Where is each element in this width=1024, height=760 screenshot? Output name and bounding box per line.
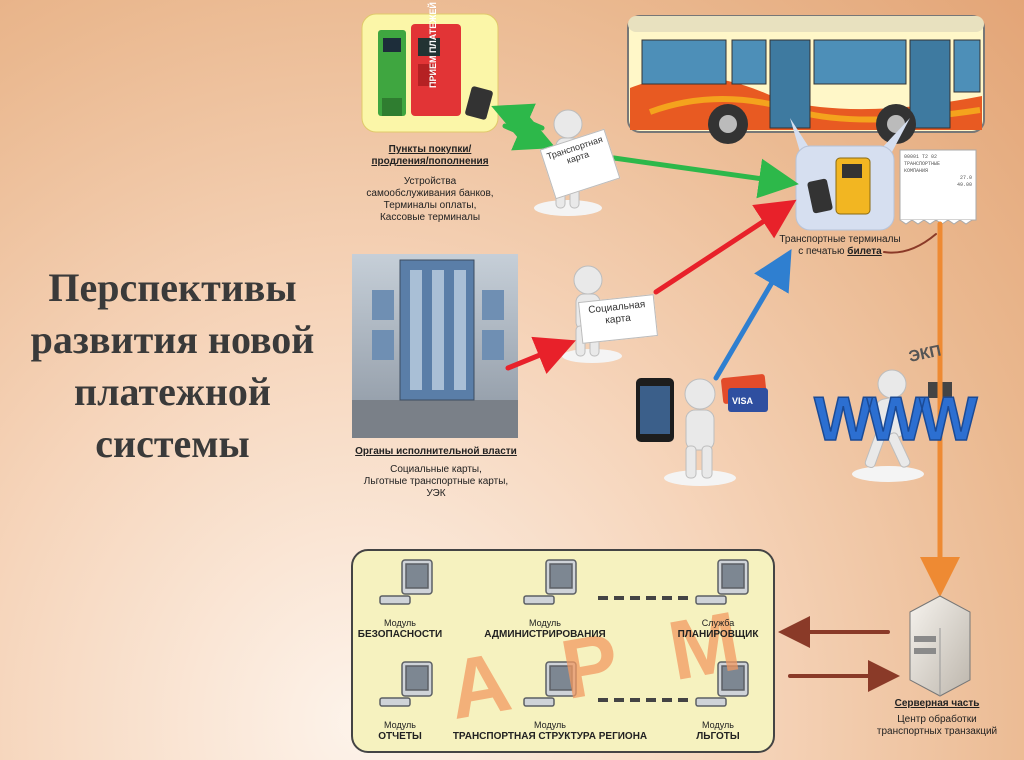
module-name: БЕЗОПАСНОСТИ — [357, 629, 443, 640]
arrow-phone-to-terminal — [713, 249, 792, 381]
computer-icon — [523, 559, 577, 605]
visa-label: VISA — [732, 396, 754, 406]
terminals-line: с печатью — [798, 246, 848, 257]
www-label: WWW — [814, 385, 978, 454]
bank-cards-illustration — [721, 374, 768, 412]
purchase-points-heading: Пункты покупки/ — [388, 144, 472, 155]
ekp-label: ЭКП — [907, 342, 942, 365]
receipt-line: 49.00 — [956, 182, 972, 188]
terminal-receipt-connector — [883, 233, 937, 254]
module-name: ОТЧЕТЫ — [378, 731, 422, 742]
receipt-line: 27.0 — [959, 175, 972, 181]
ticket-link: билета — [847, 246, 882, 257]
arrow-social-card-to-terminal — [653, 199, 797, 295]
server-label: Серверная часть Центр обработки транспор… — [862, 698, 1012, 738]
module-type: Модуль — [384, 720, 416, 730]
receipt-line: КОМПАНИЯ — [904, 168, 929, 174]
slide-title: Перспективы развития новой платежной сис… — [0, 262, 345, 470]
authorities-label: Органы исполнительной власти Социальные … — [336, 446, 536, 500]
computer-icon — [379, 661, 433, 707]
module-transport-structure: Модуль ТРАНСПОРТНАЯ СТРУКТУРА РЕГИОНА — [438, 720, 662, 742]
module-type: Модуль — [384, 618, 416, 628]
module-type: Модуль — [702, 720, 734, 730]
module-security: Модуль БЕЗОПАСНОСТИ — [344, 618, 456, 640]
purchase-points-desc: Кассовые терминалы — [379, 212, 481, 223]
receipt-line: 00001 T2 02 — [904, 154, 938, 160]
payment-kiosks-illustration — [361, 13, 499, 133]
smartphone-illustration — [636, 378, 674, 442]
module-type: Модуль — [534, 720, 566, 730]
arm-panel — [351, 549, 775, 753]
server-heading: Серверная часть — [894, 698, 980, 709]
computer-icon — [695, 661, 749, 707]
title-line: Перспективы — [48, 265, 297, 310]
ticket-receipt-illustration — [899, 149, 977, 225]
transport-terminal-illustration — [790, 118, 910, 231]
module-name: ТРАНСПОРТНАЯ СТРУКТУРА РЕГИОНА — [452, 731, 648, 742]
bus-illustration — [627, 15, 985, 144]
government-building-illustration — [352, 254, 518, 438]
service-scheduler: Служба ПЛАНИРОВЩИК — [664, 618, 772, 640]
kiosk-label: ПРИЕМ ПЛАТЕЖЕЙ — [427, 2, 438, 88]
computer-icon — [695, 559, 749, 605]
computer-icon — [379, 559, 433, 605]
purchase-points-heading: продления/пополнения — [371, 156, 489, 167]
purchase-points-desc: самообслуживания банков, — [366, 188, 494, 199]
purchase-points-label: Пункты покупки/ продления/пополнения Уст… — [340, 144, 520, 224]
module-name: ЛЬГОТЫ — [696, 731, 740, 742]
server-desc: Центр обработки — [897, 714, 977, 725]
terminals-label: Транспортные терминалы с печатью билета — [760, 234, 920, 258]
module-type: Модуль — [529, 618, 561, 628]
authorities-desc: Социальные карты, — [390, 464, 482, 475]
authorities-heading: Органы исполнительной власти — [355, 446, 517, 457]
figure-phone-user — [664, 378, 736, 486]
module-administration: Модуль АДМИНИСТРИРОВАНИЯ — [470, 618, 620, 640]
server-desc: транспортных транзакций — [876, 726, 998, 737]
social-card-sign: Социальная карта — [578, 294, 658, 344]
authorities-desc: УЭК — [426, 488, 446, 499]
flow-arrows — [491, 103, 960, 692]
receipt-line: ТРАНСПОРТНЫЕ — [904, 161, 941, 167]
arrow-to-kiosks — [491, 103, 545, 141]
authorities-desc: Льготные транспортные карты, — [363, 476, 509, 487]
module-reports: Модуль ОТЧЕТЫ — [344, 720, 456, 742]
server-icon — [909, 595, 971, 697]
computer-icons — [379, 559, 749, 707]
arrow-authorities-to-card — [505, 336, 576, 374]
purchase-points-desc: Терминалы оплаты, — [383, 200, 477, 211]
figure-runner — [852, 369, 924, 482]
title-line: системы — [95, 421, 250, 466]
module-name: ПЛАНИРОВЩИК — [677, 629, 759, 640]
arrow-from-kiosks — [502, 113, 556, 151]
ticket-receipt-text: 00001 T2 02 ТРАНСПОРТНЫЕ КОМПАНИЯ 27.0 4… — [904, 154, 972, 189]
arrow-card-to-terminal — [611, 155, 799, 199]
title-line: развития новой — [30, 317, 315, 362]
purchase-points-desc: Устройства — [403, 176, 457, 187]
title-line: платежной — [74, 369, 271, 414]
computer-icon — [523, 661, 577, 707]
terminals-line: Транспортные терминалы — [779, 234, 901, 245]
module-name: АДМИНИСТРИРОВАНИЯ — [484, 629, 606, 640]
module-benefits: Модуль ЛЬГОТЫ — [664, 720, 772, 742]
module-type: Служба — [701, 618, 735, 628]
